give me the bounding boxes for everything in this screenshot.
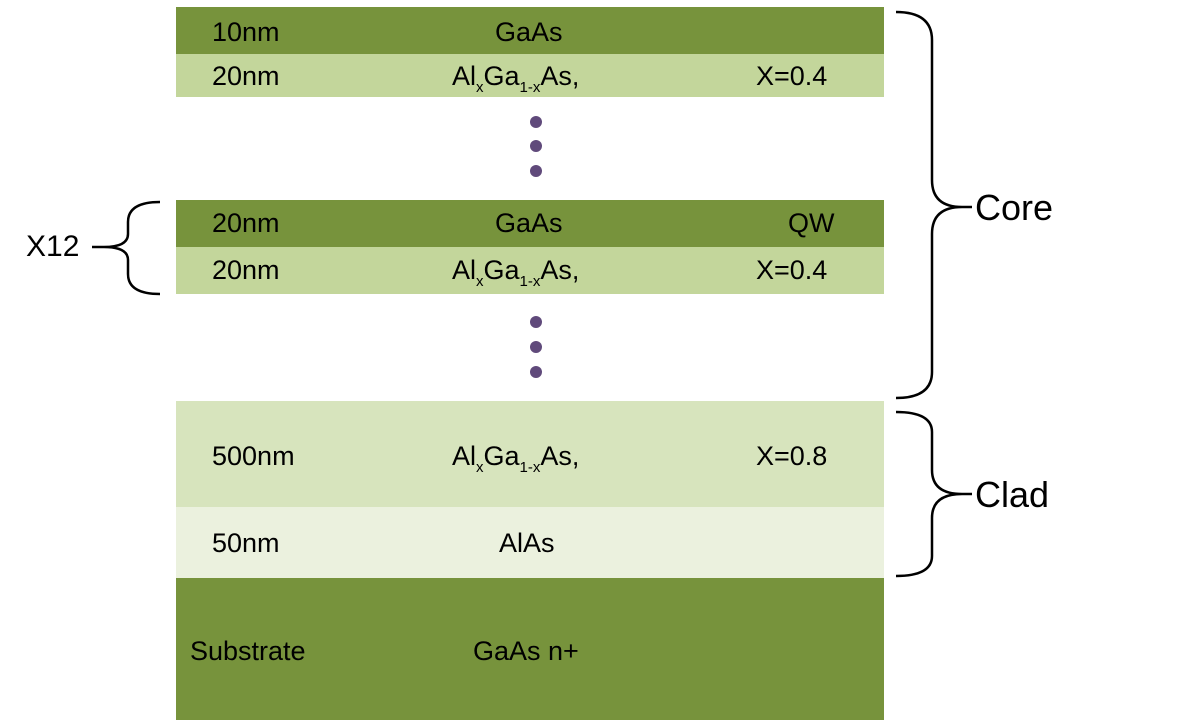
clad-composition: X=0.8	[756, 441, 828, 471]
alas-thickness: 50nm	[212, 528, 280, 558]
layer-gaas-cap	[176, 7, 884, 54]
layer-algaas-barrier-qw	[176, 247, 884, 294]
ellipsis-dot	[530, 116, 542, 128]
layer-alas	[176, 507, 884, 578]
ellipsis-dot	[530, 165, 542, 177]
ellipsis-dot	[530, 140, 542, 152]
layer-algaas-clad	[176, 401, 884, 507]
layer-gaas-qw	[176, 200, 884, 247]
clad-material: AlxGa1-xAs,	[452, 441, 580, 476]
substrate-material: GaAs n+	[473, 636, 579, 666]
clad-brace	[895, 410, 963, 578]
barrier-qw-material: AlxGa1-xAs,	[452, 255, 580, 290]
ellipsis-dot	[530, 316, 542, 328]
barrier-top-composition: X=0.4	[756, 61, 828, 91]
qw-material: GaAs	[495, 208, 563, 238]
barrier-top-material: AlxGa1-xAs,	[452, 61, 580, 96]
ellipsis-dot	[530, 366, 542, 378]
repeat-brace	[103, 200, 161, 296]
alas-material: AlAs	[499, 528, 555, 558]
substrate-label: Substrate	[190, 636, 306, 666]
clad-label: Clad	[975, 474, 1050, 515]
barrier-top-thickness: 20nm	[212, 61, 280, 91]
qw-thickness: 20nm	[212, 208, 280, 238]
ellipsis-dot	[530, 341, 542, 353]
layer-substrate	[176, 578, 884, 720]
repeat-label: X12	[26, 230, 80, 263]
core-label: Core	[975, 187, 1054, 228]
cap-material: GaAs	[495, 17, 563, 47]
layer-algaas-barrier-top	[176, 54, 884, 97]
barrier-qw-composition: X=0.4	[756, 255, 828, 285]
cap-thickness: 10nm	[212, 17, 280, 47]
core-brace	[895, 10, 963, 400]
barrier-qw-thickness: 20nm	[212, 255, 280, 285]
clad-thickness: 500nm	[212, 441, 295, 471]
qw-tag: QW	[788, 208, 835, 238]
